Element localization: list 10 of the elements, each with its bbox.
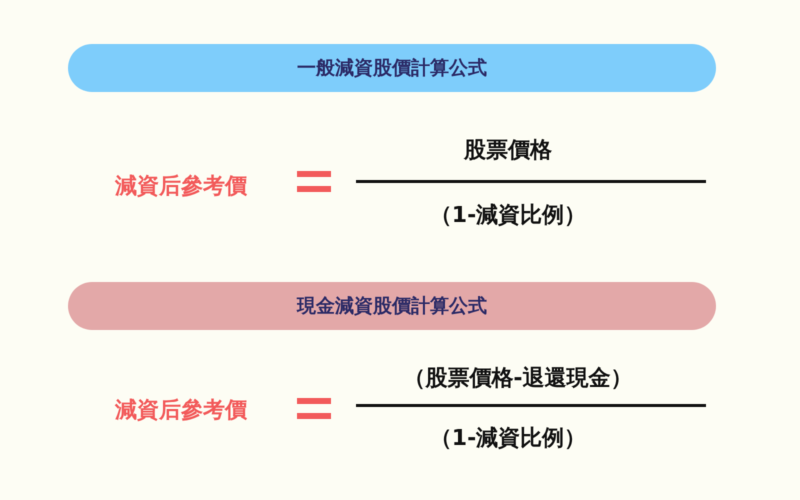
denominator-text: （1-減資比例）	[430, 425, 586, 453]
title-band	[68, 282, 716, 330]
numerator-text: 股票價格	[464, 137, 552, 165]
title-band	[68, 44, 716, 92]
band-title: 現金減資股價計算公式	[297, 294, 487, 319]
result-label: 減資后參考價	[115, 397, 247, 425]
numerator-text: （股票價格-退還現金）	[403, 365, 633, 393]
band-title: 一般減資股價計算公式	[297, 56, 487, 81]
denominator-text: （1-減資比例）	[430, 202, 586, 230]
result-label: 減資后參考價	[115, 173, 247, 201]
